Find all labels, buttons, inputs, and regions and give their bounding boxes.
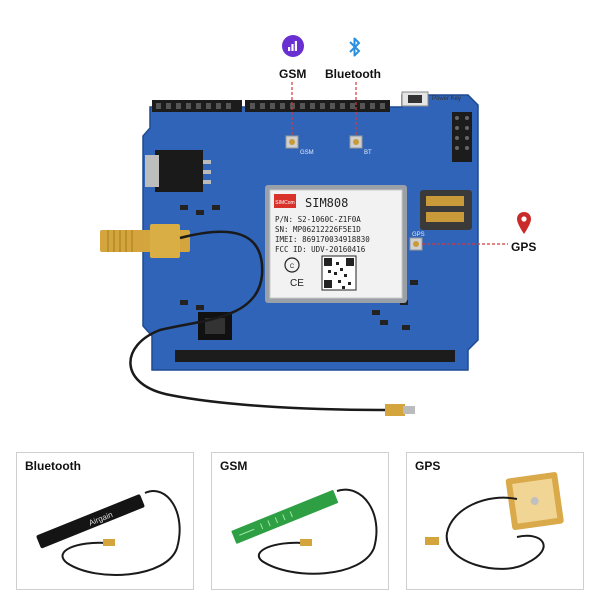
- svg-text:C: C: [290, 264, 295, 270]
- board-gsm-silk: GSM: [300, 150, 314, 156]
- module-imei: IMEI: 869170034918830: [275, 235, 370, 244]
- module-brand-text: SIMCom: [275, 200, 294, 206]
- bluetooth-antenna-image: Airgain: [36, 490, 181, 576]
- gps-callout-label: GPS: [511, 240, 537, 254]
- gsm-antenna-image: [231, 488, 378, 575]
- sim808-shield-board: SIMCom SIM808 P/N: S2-1060C-Z1F0A SN: MP…: [100, 82, 508, 416]
- board-power-key-silk: Power Key: [432, 96, 461, 102]
- bluetooth-callout-label: Bluetooth: [325, 67, 381, 81]
- gsm-antenna-panel: GSM: [211, 452, 389, 590]
- module-part-number: P/N: S2-1060C-Z1F0A: [275, 215, 361, 224]
- module-fcc-id: FCC ID: UDV-20160416: [275, 245, 366, 254]
- panel-title: GPS: [415, 459, 441, 473]
- module-serial: SN: MP06212226F5E1D: [275, 225, 361, 234]
- gsm-callout-label: GSM: [279, 67, 307, 81]
- gps-antenna-panel: GPS: [406, 452, 584, 590]
- module-name-text: SIM808: [305, 196, 348, 210]
- bluetooth-icon: [347, 36, 363, 63]
- panel-title: GSM: [220, 459, 248, 473]
- signal-bars-icon: [282, 35, 304, 62]
- bluetooth-antenna-panel: Bluetooth Airgain: [16, 452, 194, 590]
- board-bt-silk: BT: [364, 150, 372, 156]
- gps-antenna-image: [425, 472, 564, 570]
- panel-title: Bluetooth: [25, 459, 81, 473]
- svg-text:CE: CE: [290, 278, 304, 289]
- board-gps-silk: GPS: [412, 232, 425, 238]
- location-pin-icon: [517, 212, 531, 239]
